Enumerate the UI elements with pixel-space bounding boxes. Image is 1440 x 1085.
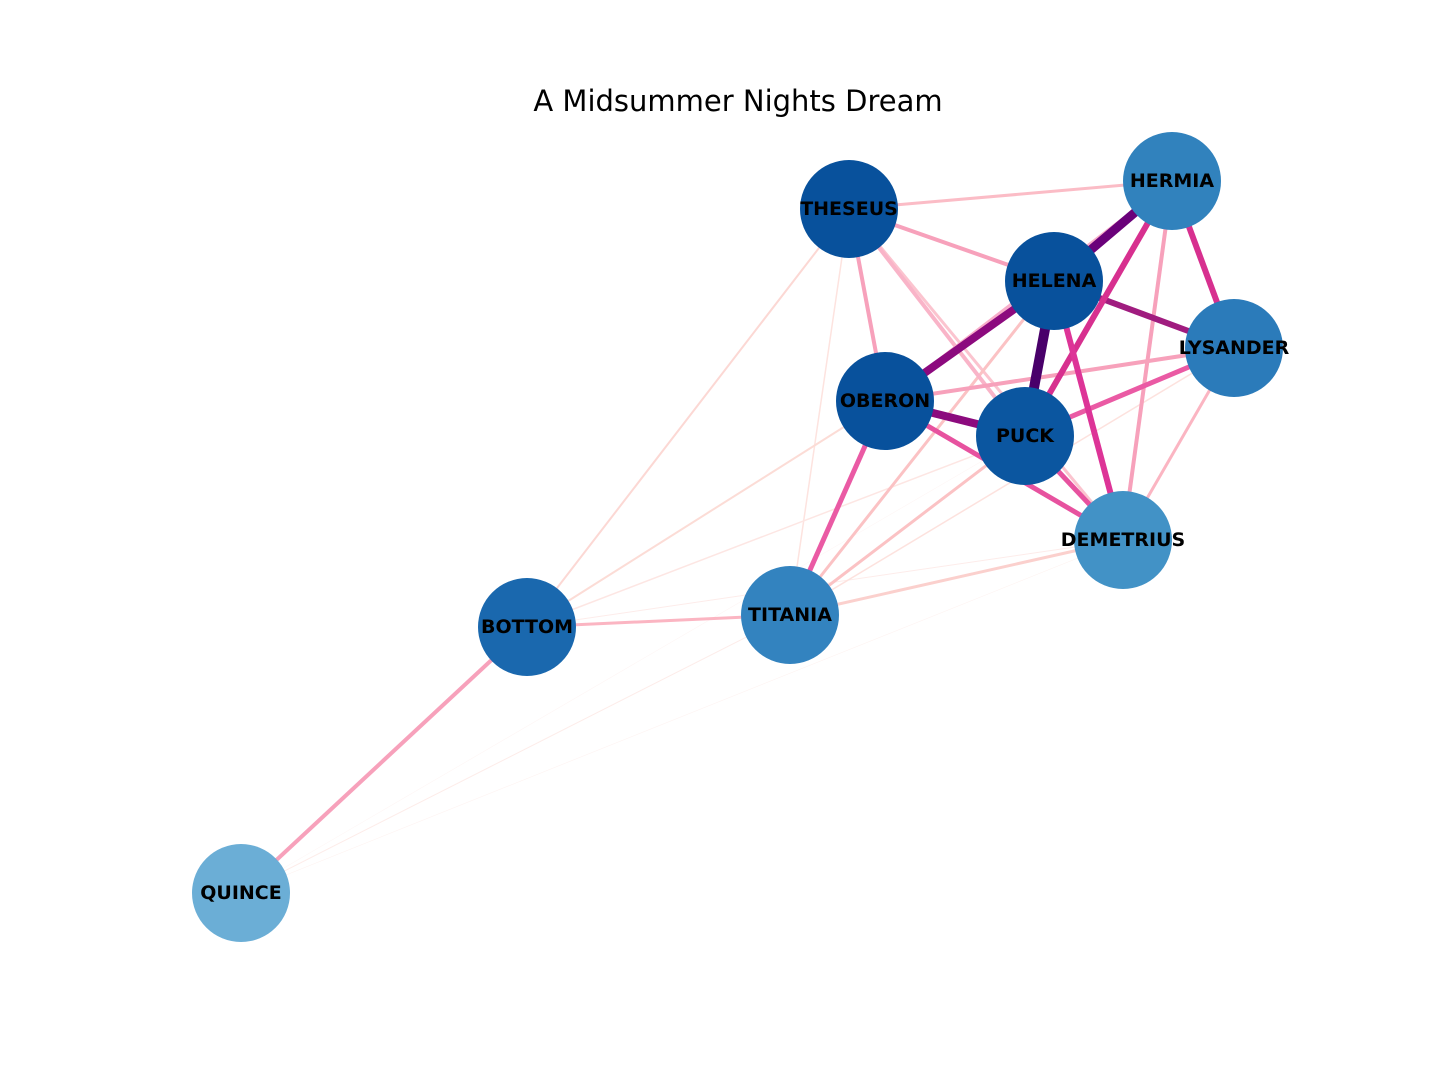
node-circle bbox=[800, 160, 898, 258]
edge-demetrius-quince bbox=[240, 539, 1124, 894]
edge-theseus-demetrius bbox=[847, 208, 1125, 541]
nodes-layer: THESEUS HERMIA HELENA LYSANDER OBERON PUCK DEM… bbox=[192, 132, 1290, 942]
edge-titania-quince bbox=[240, 614, 791, 894]
node-circle bbox=[1005, 232, 1103, 330]
node-label: HERMIA bbox=[1130, 170, 1214, 192]
node-circle bbox=[1074, 491, 1172, 589]
edge-theseus-hermia bbox=[848, 179, 1173, 211]
node-label: BOTTOM bbox=[481, 616, 573, 638]
node-theseus: THESEUS bbox=[800, 160, 898, 258]
node-lysander: LYSANDER bbox=[1179, 299, 1290, 397]
diagram-title: A Midsummer Nights Dream bbox=[533, 84, 943, 118]
node-label: PUCK bbox=[996, 425, 1055, 447]
node-circle bbox=[741, 566, 839, 664]
edge-hermia-puck bbox=[1022, 179, 1175, 438]
node-label: HELENA bbox=[1012, 270, 1097, 292]
node-circle bbox=[836, 352, 934, 450]
edge-theseus-bottom bbox=[526, 208, 850, 628]
node-oberon: OBERON bbox=[836, 352, 934, 450]
edge-puck-quince bbox=[240, 435, 1026, 894]
node-circle bbox=[976, 387, 1074, 485]
edge-hermia-demetrius bbox=[1121, 180, 1174, 541]
node-label: TITANIA bbox=[748, 604, 832, 626]
node-quince: QUINCE bbox=[192, 844, 290, 942]
node-helena: HELENA bbox=[1005, 232, 1103, 330]
node-label: DEMETRIUS bbox=[1061, 529, 1185, 551]
edge-theseus-titania bbox=[789, 208, 850, 616]
node-label: OBERON bbox=[840, 390, 930, 412]
node-titania: TITANIA bbox=[741, 566, 839, 664]
node-puck: PUCK bbox=[976, 387, 1074, 485]
node-circle bbox=[192, 844, 290, 942]
edge-puck-bottom bbox=[526, 435, 1026, 628]
edge-helena-titania bbox=[788, 280, 1056, 616]
node-label: LYSANDER bbox=[1179, 337, 1290, 359]
edge-bottom-quince bbox=[239, 625, 529, 895]
edge-titania-demetrius bbox=[789, 538, 1124, 617]
node-demetrius: DEMETRIUS bbox=[1061, 491, 1185, 589]
node-circle bbox=[1123, 132, 1221, 230]
node-label: QUINCE bbox=[200, 882, 281, 904]
edge-oberon-bottom bbox=[526, 400, 886, 628]
node-circle bbox=[478, 578, 576, 676]
edge-puck-titania bbox=[789, 434, 1026, 617]
node-circle bbox=[1185, 299, 1283, 397]
node-label: THESEUS bbox=[800, 198, 898, 220]
node-bottom: BOTTOM bbox=[478, 578, 576, 676]
node-hermia: HERMIA bbox=[1123, 132, 1221, 230]
